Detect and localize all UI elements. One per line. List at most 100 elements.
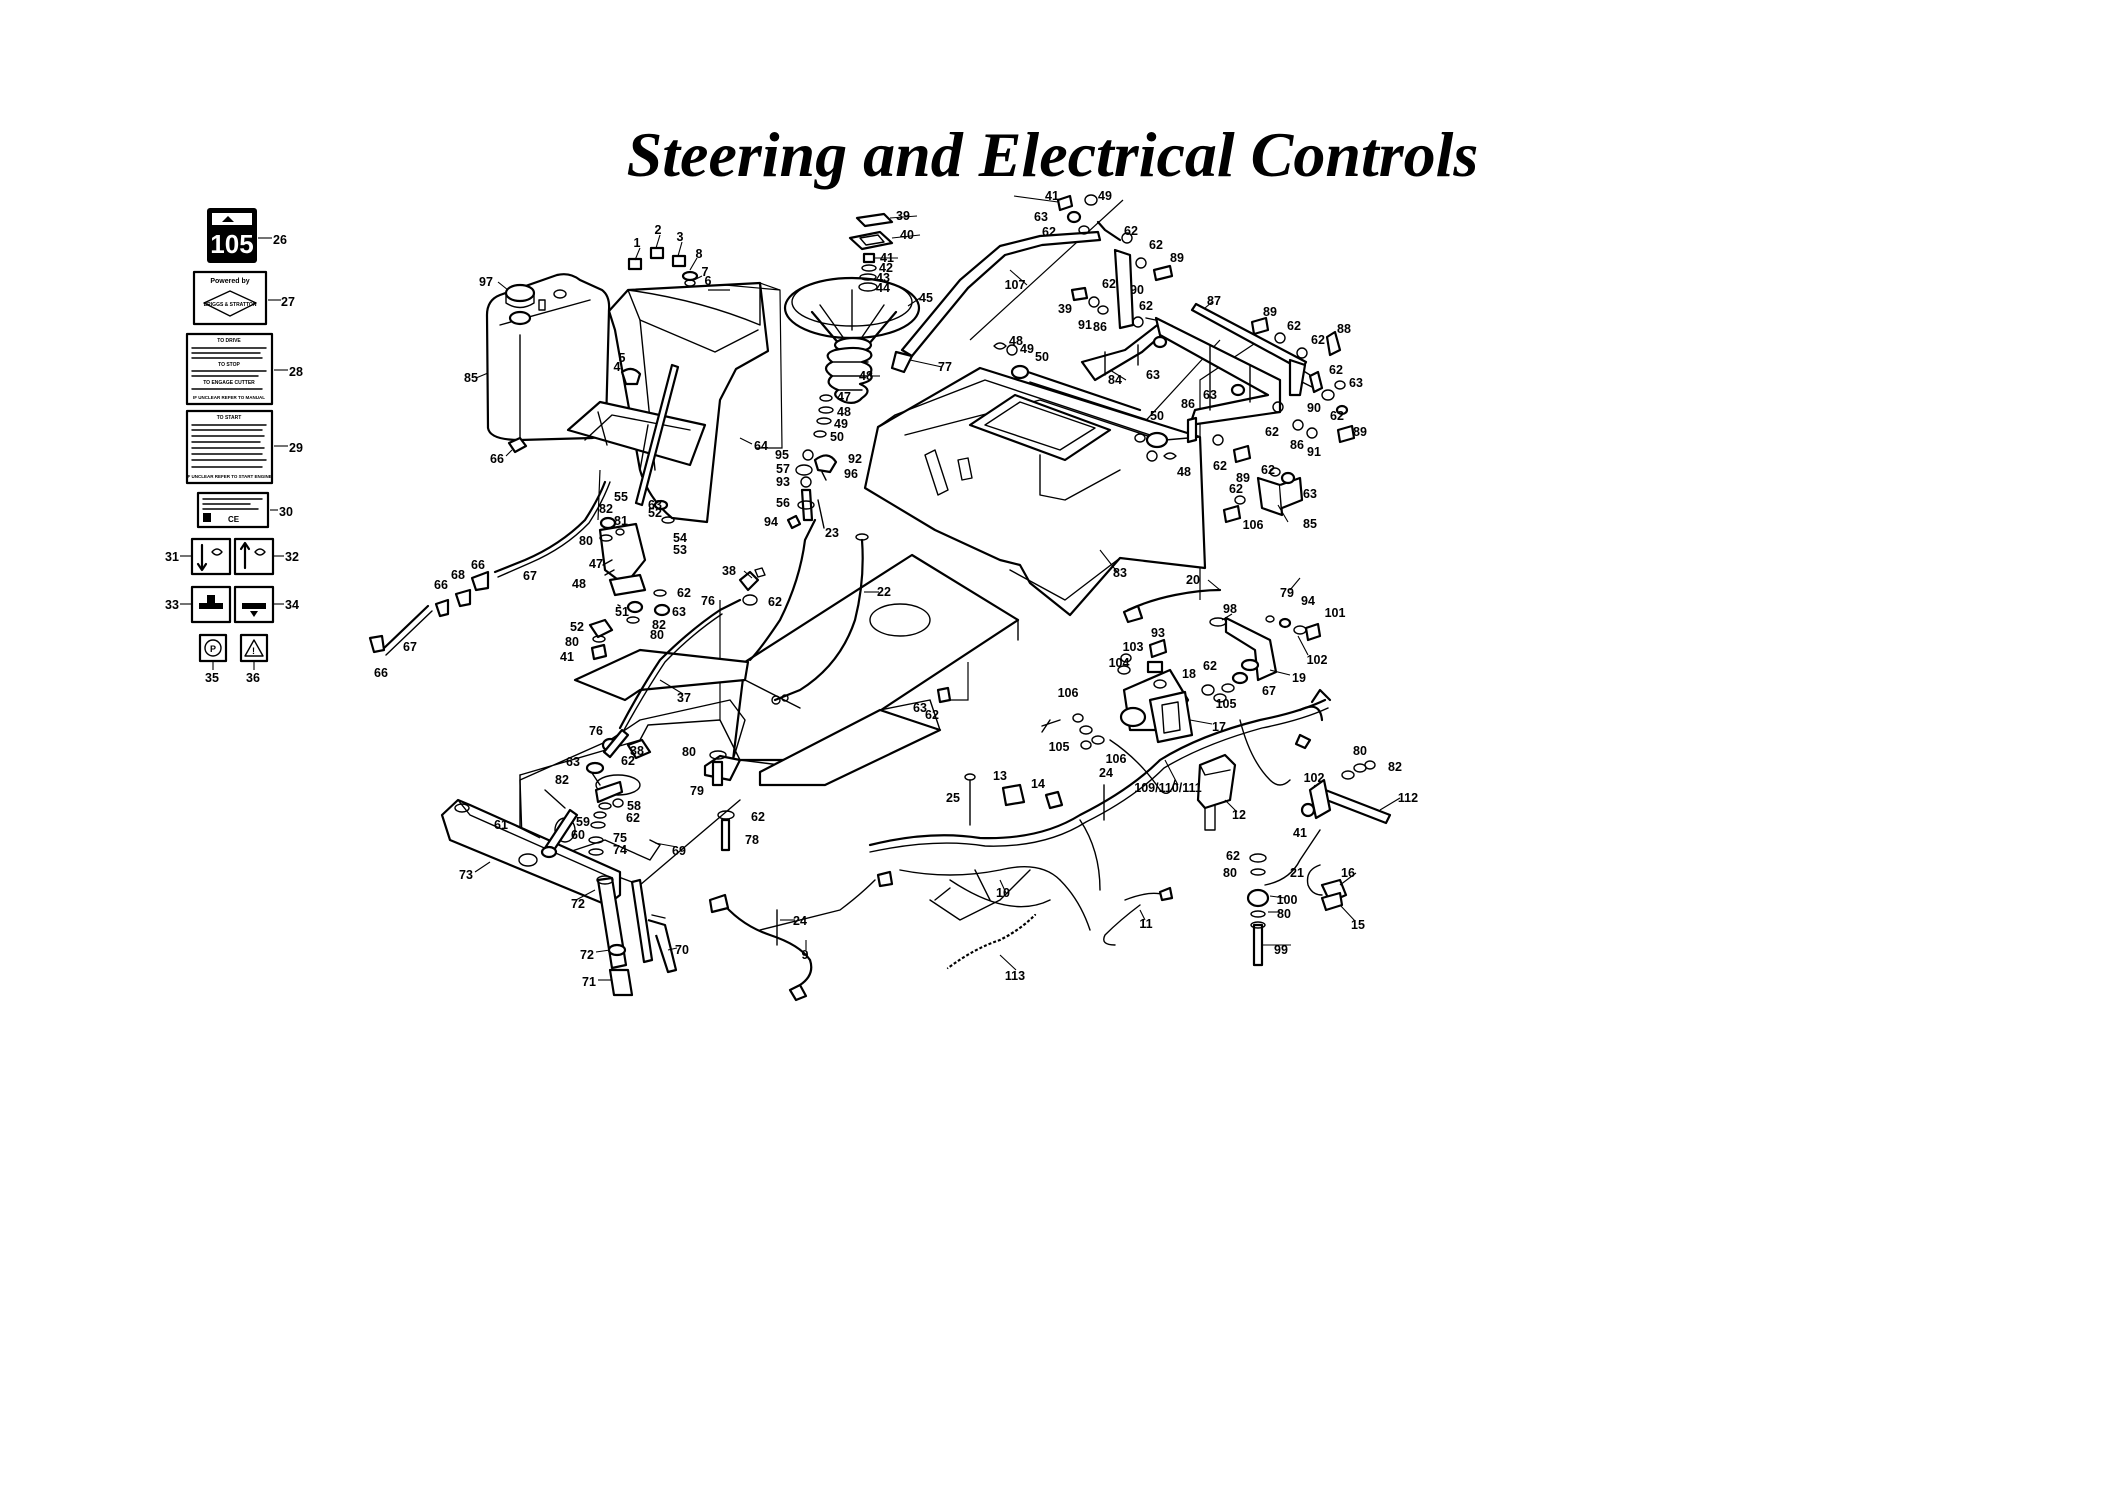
part-number-label: 96 [844,467,858,481]
part-number-label: 73 [459,868,473,882]
part-number-label: 17 [1212,720,1226,734]
part-number-label: 90 [1130,283,1144,297]
part-number-label: 82 [555,773,569,787]
part-number-label: 103 [1123,640,1144,654]
part-number-label: 62 [1226,849,1240,863]
part-number-label: 27 [281,295,295,309]
part-number-label: 41 [1293,826,1307,840]
part-number-label: 53 [673,543,687,557]
part-number-label: 89 [1263,305,1277,319]
seat-adjust-lever [890,230,1102,374]
part-number-label: 74 [613,843,627,857]
part-number-label: 82 [652,618,666,632]
steering-wheel [783,276,921,354]
part-number-label: 83 [1113,566,1127,580]
part-number-label: 63 [1203,388,1217,402]
part-number-label: 99 [1274,943,1288,957]
part-number-label: 32 [285,550,299,564]
part-number-label: 93 [1151,626,1165,640]
part-number-label: 29 [289,441,303,455]
bearing-rollers [1145,330,1342,449]
part-number-label: 62 [925,708,939,722]
part-number-label: 88 [1337,322,1351,336]
part-number-label: 38 [722,564,736,578]
part-number-label: 48 [572,577,586,591]
part-number-label: 10 [996,886,1010,900]
front-axle [440,798,622,907]
part-number-label: 80 [1277,907,1291,921]
part-number-label: 82 [1388,760,1402,774]
part-number-label: 98 [1223,602,1237,616]
part-number-label: 18 [1182,667,1196,681]
part-number-label: 43 [876,271,890,285]
part-number-label: 62 [768,595,782,609]
leader-lines [180,195,1401,981]
decal-to-drive-footer: IF UNCLEAR REFER TO MANUAL [193,395,265,400]
harness-11 [1103,886,1174,946]
part-number-label: 35 [205,671,219,685]
part-number-label: 62 [626,811,640,825]
switch-bracket-19 [1209,616,1278,703]
part-number-label: 60 [571,828,585,842]
part-number-label: 63 [1303,487,1317,501]
part-number-label: 62 [1265,425,1279,439]
part-number-label: 105 [1049,740,1070,754]
part-number-label: 90 [1307,401,1321,415]
part-number-label: 86 [1181,397,1195,411]
part-number-label: 100 [1277,893,1298,907]
part-number-label: 62 [1213,459,1227,473]
part-number-label: 24 [793,914,807,928]
part-number-label: 101 [1325,606,1346,620]
part-number-label: 91 [1078,318,1092,332]
decal-to-start: TO START IF UNCLEAR REFER TO START ENGIN… [185,409,274,485]
part-number-label: 67 [403,640,417,654]
part-number-label: 67 [523,569,537,583]
part-number-label: 41 [1045,189,1059,203]
part-number-label: 42 [879,261,893,275]
part-number-label: 51 [615,605,629,619]
steering-boot [824,346,873,404]
part-number-label: 5 [619,351,626,365]
part-number-label: 104 [1109,656,1130,670]
part-number-label: 62 [1042,225,1056,239]
part-number-label: 63 [1146,368,1160,382]
part-number-label: 41 [880,251,894,265]
part-number-label: 56 [776,496,790,510]
part-number-label: 72 [571,897,585,911]
part-number-label: 86 [1290,438,1304,452]
part-number-label: 61 [494,818,508,832]
part-number-label: 80 [1223,866,1237,880]
part-number-label: 102 [1307,653,1328,667]
part-number-label: 28 [289,365,303,379]
page-title: Steering and Electrical Controls [626,119,1479,190]
part-number-label: 85 [1303,517,1317,531]
part-number-label: 64 [754,439,768,453]
part-number-label: 59 [576,815,590,829]
decal-to-drive: TO DRIVE TO STOP TO ENGAGE CUTTER IF UNC… [185,332,274,406]
decal-cutter-disengage [233,585,275,624]
part-number-label: 23 [825,526,839,540]
svg-text:P: P [210,644,216,654]
part-number-label: 24 [1099,766,1113,780]
decal-model-number: 105 [210,229,253,259]
mounting-pin-25 [964,773,976,826]
conduit-113 [945,911,1039,973]
part-number-label: 79 [690,784,704,798]
part-number-label: 112 [1398,791,1418,805]
part-number-label: 63 [566,755,580,769]
part-number-label: 67 [1262,684,1276,698]
part-number-label: 36 [246,671,260,685]
steering-gear-parts [585,728,630,856]
part-number-label: 63 [648,498,662,512]
decal-cutter-height-raise [233,537,275,576]
part-number-label: 70 [675,943,689,957]
part-number-label: 89 [1170,251,1184,265]
part-number-label: 80 [682,745,696,759]
part-number-label: 7 [702,265,709,279]
steering-cap-parts [848,212,894,292]
part-number-label: 63 [1349,376,1363,390]
part-number-label: 113 [1005,969,1025,983]
part-number-label: 33 [165,598,179,612]
part-number-label: 49 [834,417,848,431]
